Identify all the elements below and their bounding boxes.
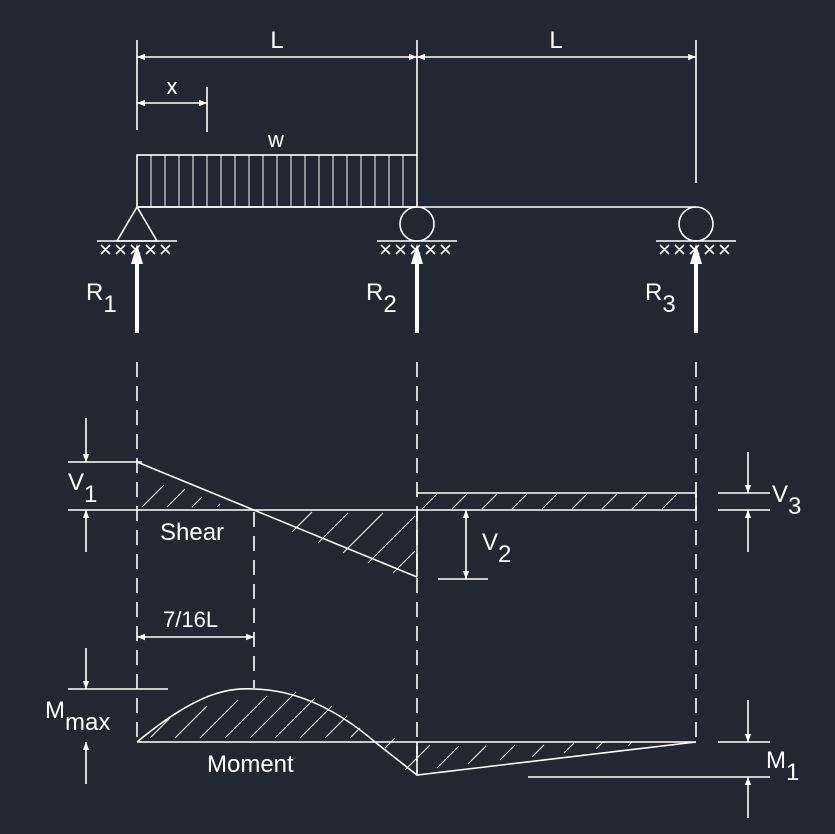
support-pin-1 [97, 205, 177, 255]
moment-diagram: Moment Mmax M1 [45, 648, 799, 818]
max-moment-location: 7/16L [137, 512, 255, 688]
v3-label: V3 [772, 481, 801, 520]
v2-label: V2 [482, 529, 511, 568]
pin-triangle [115, 205, 159, 242]
x-label: x [167, 74, 178, 99]
roller [678, 206, 714, 242]
reaction-arrow-1 [131, 244, 143, 333]
shear-title: Shear [160, 519, 224, 546]
moment-title: Moment [207, 751, 294, 778]
reaction-arrow-3 [690, 244, 702, 333]
arrow-head [131, 244, 143, 264]
span-dimensions: L L x [136, 27, 697, 183]
distributed-load: w [136, 127, 418, 208]
load-hatch [150, 155, 404, 207]
reaction-r3-label: R3 [645, 279, 676, 318]
reaction-r1-label: R1 [86, 279, 117, 318]
arrow-head [690, 244, 702, 264]
mmax-label: Mmax [45, 697, 110, 736]
support-roller-3 [656, 206, 736, 255]
span-left-label: L [270, 27, 283, 54]
reaction-arrow-2 [411, 244, 423, 333]
load-w-label: w [267, 127, 284, 152]
moment-hatch-negative [384, 737, 633, 771]
shear-line-left [136, 461, 418, 578]
shear-hatch-right [421, 493, 678, 510]
moment-hatch-positive [149, 691, 361, 739]
reaction-r2-label: R2 [366, 279, 397, 318]
distance-7-16l-label: 7/16L [163, 607, 218, 632]
span-right-label: L [549, 27, 562, 54]
roller [399, 206, 435, 242]
shear-diagram: Shear V1 V2 V3 [68, 418, 801, 580]
v1-label: V1 [68, 469, 97, 508]
m1-label: M1 [766, 747, 799, 786]
arrow-head [411, 244, 423, 264]
moment-curve [136, 688, 697, 776]
shear-hatch-left [141, 484, 416, 574]
